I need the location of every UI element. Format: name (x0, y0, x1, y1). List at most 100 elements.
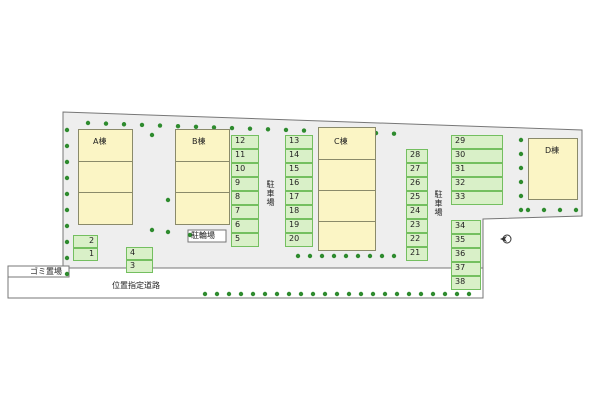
tree-icon (149, 227, 155, 233)
tree-icon (250, 291, 256, 297)
garbage-area (7, 265, 70, 278)
parking-space-6: 6 (231, 219, 259, 233)
tree-icon (541, 207, 547, 213)
tree-icon (518, 137, 524, 143)
tree-icon (298, 291, 304, 297)
tree-icon (286, 291, 292, 297)
parking-space-22: 22 (406, 233, 428, 247)
tree-icon (518, 207, 524, 213)
building-a-label: A棟 (93, 137, 107, 146)
tree-icon (283, 127, 289, 133)
tree-icon (406, 291, 412, 297)
tree-icon (226, 291, 232, 297)
parking-space-18: 18 (285, 205, 313, 219)
parking-space-21: 21 (406, 247, 428, 261)
bike-parking-label: 駐輪場 (191, 231, 215, 240)
parking-space-16: 16 (285, 177, 313, 191)
building-d-label: D棟 (545, 146, 560, 155)
tree-icon (85, 120, 91, 126)
tree-icon (64, 159, 70, 165)
tree-icon (121, 122, 127, 127)
building-b (175, 129, 230, 225)
parking-space-37: 37 (451, 262, 481, 276)
parking-space-2: 2 (73, 235, 98, 248)
tree-icon (343, 253, 349, 259)
unit-divider (176, 192, 229, 193)
parking-label-2: 駐車場 (434, 190, 443, 217)
unit-divider (176, 161, 229, 162)
parking-space-12: 12 (231, 135, 259, 149)
parking-space-24: 24 (406, 205, 428, 219)
road-area (7, 267, 484, 299)
tree-icon (64, 175, 70, 181)
building-a (78, 129, 133, 225)
parking-space-1: 1 (73, 248, 98, 261)
parking-space-27: 27 (406, 163, 428, 177)
north-arrow-icon (500, 234, 512, 244)
parking-space-20: 20 (285, 233, 313, 247)
parking-space-10: 10 (231, 163, 259, 177)
tree-icon (518, 193, 524, 199)
tree-icon (331, 253, 337, 259)
unit-divider (319, 159, 375, 160)
tree-icon (295, 253, 301, 259)
parking-space-23: 23 (406, 219, 428, 233)
garbage-label: ゴミ置場 (30, 267, 62, 276)
tree-icon (346, 291, 352, 297)
parking-space-34: 34 (451, 220, 481, 234)
parking-label-1: 駐車場 (266, 180, 275, 207)
tree-icon (165, 229, 171, 235)
parking-space-30: 30 (451, 149, 503, 163)
unit-divider (319, 190, 375, 191)
building-b-label: B棟 (192, 137, 206, 146)
tree-icon (391, 253, 397, 259)
tree-icon (355, 253, 361, 259)
tree-icon (193, 124, 199, 129)
parking-space-38: 38 (451, 276, 481, 290)
parking-space-29: 29 (451, 135, 503, 149)
tree-icon (454, 291, 460, 297)
tree-icon (274, 291, 280, 297)
tree-icon (265, 127, 271, 132)
tree-icon (211, 125, 217, 130)
parking-space-7: 7 (231, 205, 259, 219)
parking-space-15: 15 (285, 163, 313, 177)
tree-icon (262, 291, 268, 297)
tree-icon (139, 122, 145, 128)
tree-icon (382, 291, 388, 297)
parking-space-35: 35 (451, 234, 481, 248)
parking-space-26: 26 (406, 177, 428, 191)
tree-icon (418, 291, 424, 297)
tree-icon (64, 207, 70, 213)
parking-space-32: 32 (451, 177, 503, 191)
tree-icon (64, 191, 70, 197)
parking-space-31: 31 (451, 163, 503, 177)
tree-icon (319, 253, 325, 259)
tree-icon (334, 291, 340, 297)
tree-icon (466, 291, 472, 297)
building-d (528, 138, 578, 200)
tree-icon (367, 253, 373, 259)
tree-icon (64, 271, 70, 277)
tree-icon (64, 143, 70, 149)
tree-icon (442, 291, 448, 297)
tree-icon (64, 223, 70, 229)
parking-space-25: 25 (406, 191, 428, 205)
building-c (318, 127, 376, 251)
tree-icon (310, 291, 316, 297)
tree-icon (394, 291, 400, 297)
tree-icon (175, 123, 181, 129)
tree-icon (518, 165, 524, 171)
tree-icon (391, 131, 397, 136)
parking-space-33: 33 (451, 191, 503, 205)
tree-icon (358, 291, 364, 297)
parking-space-19: 19 (285, 219, 313, 233)
tree-icon (64, 255, 70, 261)
tree-icon (187, 232, 193, 238)
tree-icon (165, 197, 171, 203)
tree-icon (103, 121, 109, 126)
parking-space-28: 28 (406, 149, 428, 163)
bike-parking-area (187, 229, 227, 243)
tree-icon (64, 239, 70, 245)
